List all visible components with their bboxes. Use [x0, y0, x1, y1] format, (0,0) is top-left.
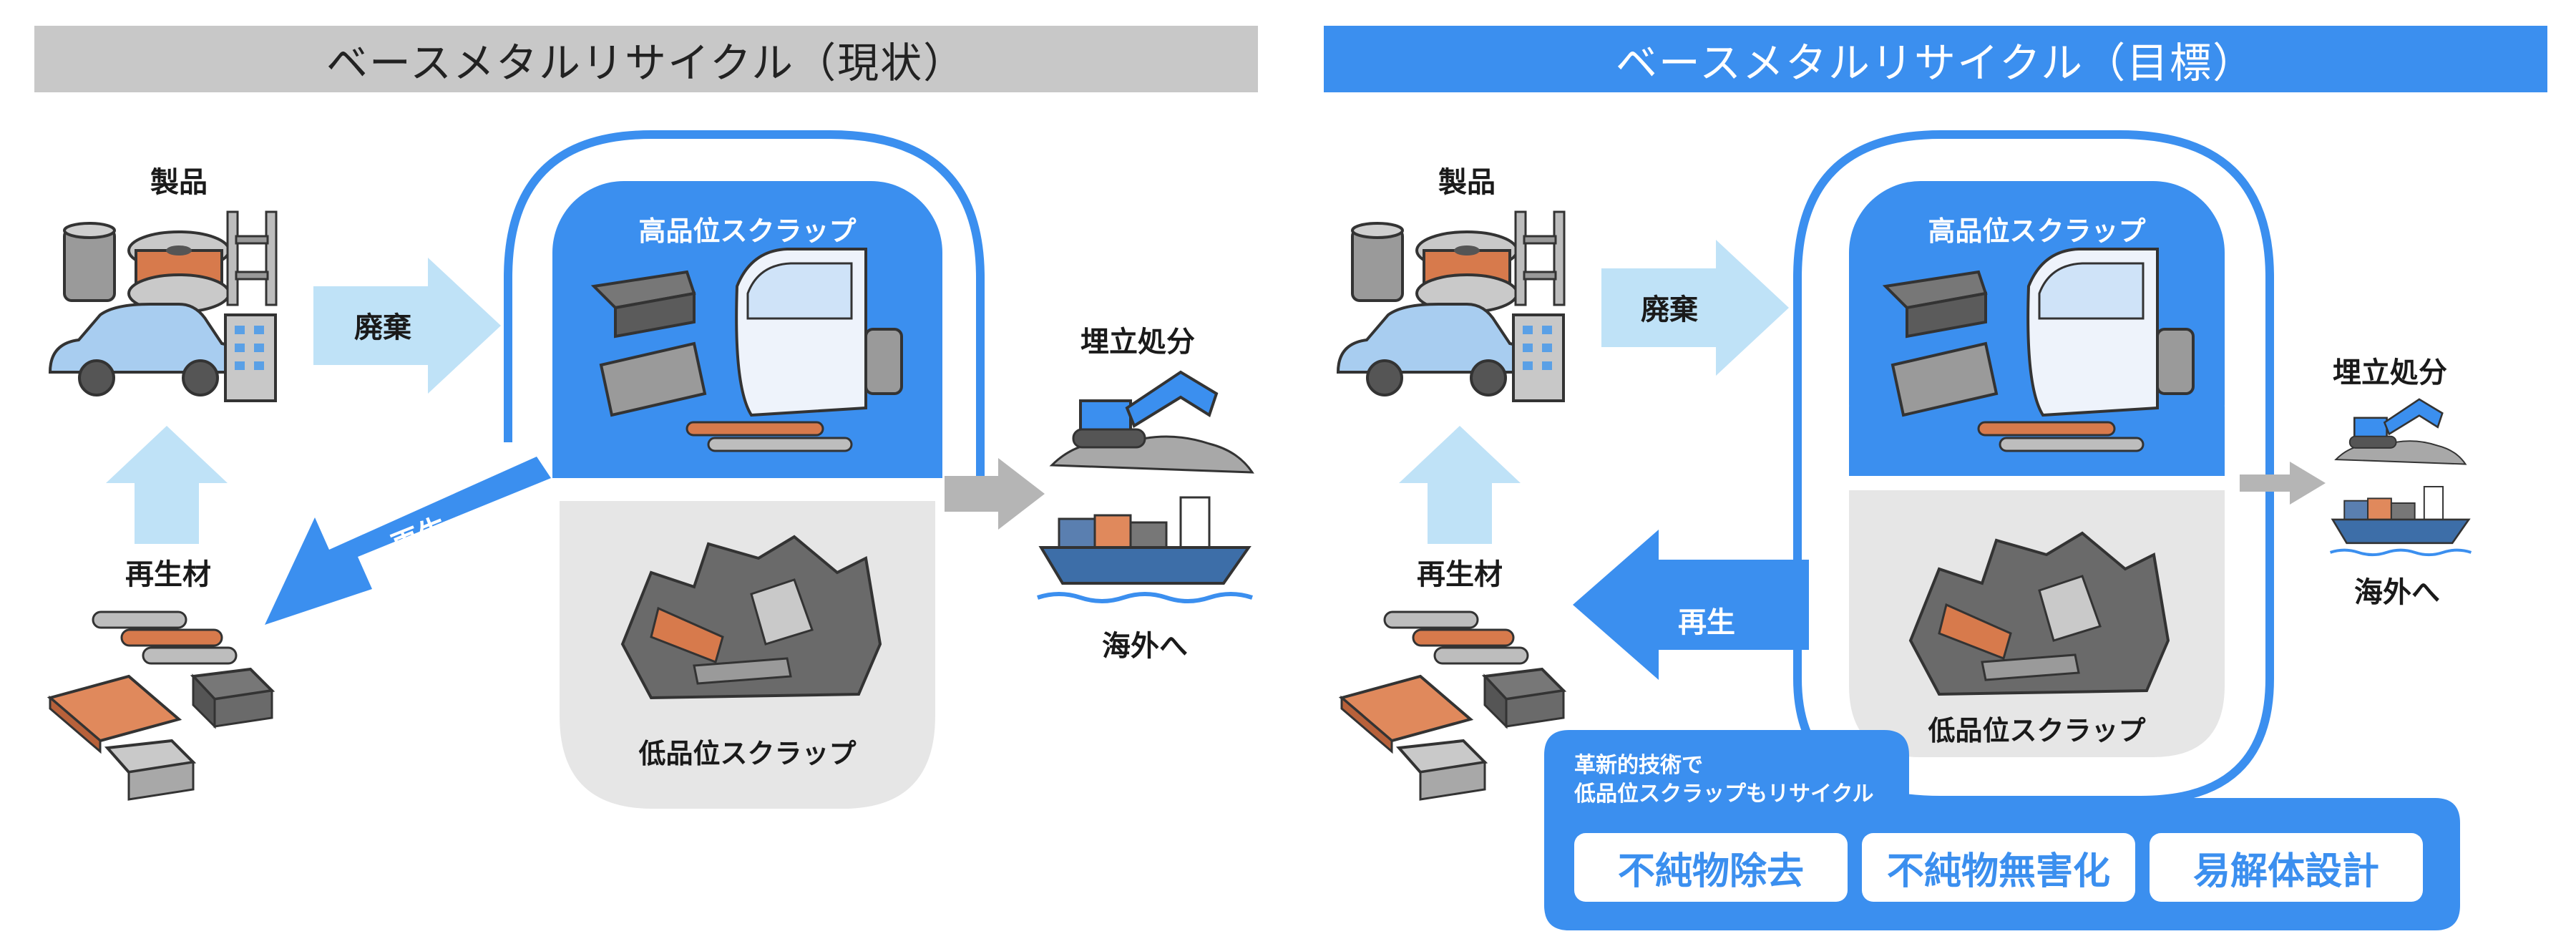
ladder-icon	[226, 210, 278, 306]
right-up-arrow	[1399, 426, 1521, 544]
right-landfill-illustration	[2334, 398, 2467, 465]
crushed-can-icon	[864, 328, 903, 395]
left-output-arrow	[945, 458, 1045, 530]
tech-caption: 革新的技術で 低品位スクラップもリサイクル	[1574, 751, 1874, 809]
metal-rod-icon	[1383, 610, 1529, 665]
metal-rod-icon	[686, 421, 853, 452]
left-recycled-material-label: 再生材	[125, 558, 211, 591]
car-icon	[1336, 303, 1533, 396]
left-low-scrap-label: 低品位スクラップ	[638, 738, 857, 769]
cable-spool-icon	[1415, 230, 1518, 313]
right-output-arrow	[2240, 462, 2326, 505]
left-recycled-material-illustration	[47, 610, 275, 801]
right-recycle-label: 再生	[1678, 606, 1735, 639]
ladder-icon	[1514, 210, 1566, 306]
right-recycle-arrow	[1573, 530, 1809, 680]
right-ship-illustration	[2329, 486, 2472, 557]
left-discard-label: 廃棄	[354, 311, 411, 344]
left-landfill-label: 埋立処分	[1080, 326, 1195, 359]
right-recycled-material-label: 再生材	[1417, 558, 1503, 591]
metal-ingot-icon	[1395, 667, 1567, 801]
building-icon	[1512, 313, 1565, 402]
car-icon	[48, 303, 245, 396]
right-low-scrap-illustration	[1908, 531, 2170, 696]
right-recycled-material-illustration	[1338, 610, 1567, 801]
can-icon	[1351, 222, 1404, 302]
right-low-scrap-label: 低品位スクラップ	[1928, 715, 2146, 746]
building-icon	[224, 313, 277, 402]
cable-spool-icon	[127, 230, 230, 313]
pipe-icon	[1890, 341, 1999, 417]
tech-box-easy-disassembly: 易解体設計	[2150, 833, 2423, 902]
left-ship-illustration	[1037, 496, 1253, 603]
right-landfill-label: 埋立処分	[2333, 356, 2447, 389]
copper-plate-icon	[1338, 674, 1474, 754]
left-up-arrow	[106, 426, 228, 544]
tech-caption-line2: 低品位スクラップもリサイクル	[1574, 782, 1874, 807]
metal-ingot-icon	[104, 667, 275, 801]
car-door-icon	[2026, 248, 2159, 417]
tech-box-impurity-removal: 不純物除去	[1574, 833, 1848, 902]
copper-plate-icon	[47, 674, 182, 754]
left-landfill-illustration	[1049, 370, 1254, 474]
left-products-label: 製品	[150, 166, 208, 199]
right-discard-arrow	[1601, 240, 1789, 376]
cargo-ship-icon	[2329, 486, 2472, 557]
left-discard-arrow	[313, 258, 501, 394]
left-high-scrap-label: 高品位スクラップ	[638, 215, 857, 247]
left-overseas-label: 海外へ	[1102, 630, 1188, 663]
right-products-illustration	[1336, 210, 1566, 402]
steel-beam-icon	[1882, 270, 1988, 339]
left-high-scrap-illustration	[590, 248, 903, 452]
metal-rod-icon	[1977, 421, 2145, 452]
can-icon	[63, 222, 116, 302]
left-products-illustration	[48, 210, 278, 402]
right-high-scrap-label: 高品位スクラップ	[1928, 215, 2146, 247]
car-door-icon	[735, 248, 867, 417]
left-panel-title: ベースメタルリサイクル（現状）	[34, 26, 1258, 92]
right-products-label: 製品	[1438, 166, 1496, 199]
excavator-icon	[1049, 370, 1254, 474]
scrap-pile-icon	[1908, 531, 2170, 696]
right-discard-label: 廃棄	[1641, 293, 1698, 326]
metal-rod-icon	[92, 610, 238, 665]
tech-box-impurity-neutralization: 不純物無害化	[1862, 833, 2135, 902]
tech-caption-line1: 革新的技術で	[1574, 753, 1703, 778]
scrap-pile-icon	[620, 535, 882, 700]
right-high-scrap-illustration	[1882, 248, 2195, 452]
right-panel-title: ベースメタルリサイクル（目標）	[1324, 26, 2547, 92]
left-recycle-arrow	[265, 457, 551, 625]
cargo-ship-icon	[1037, 496, 1253, 603]
left-low-scrap-illustration	[620, 535, 882, 700]
pipe-icon	[599, 341, 707, 417]
right-overseas-label: 海外へ	[2354, 576, 2440, 609]
crushed-can-icon	[2156, 328, 2195, 395]
steel-beam-icon	[590, 270, 696, 339]
excavator-icon	[2334, 398, 2467, 465]
